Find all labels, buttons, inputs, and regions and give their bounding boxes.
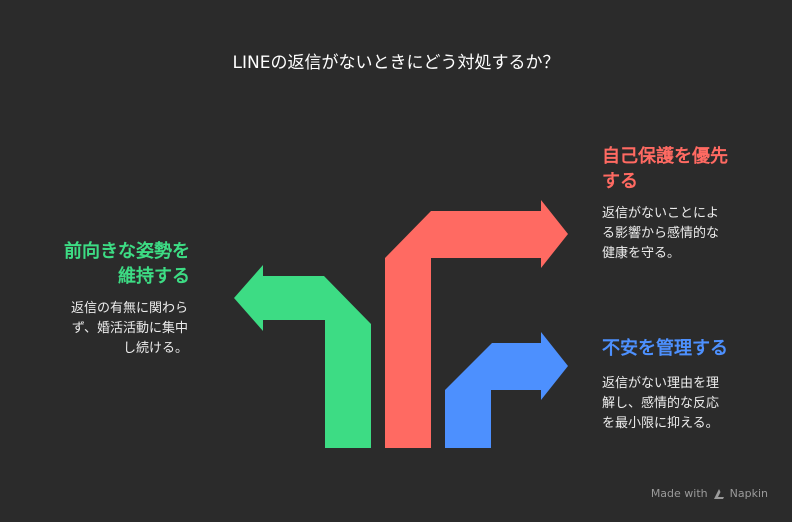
heading-line: 不安を管理する	[602, 338, 728, 359]
option-heading-anxiety: 不安を管理する	[602, 336, 782, 361]
page-title: LINEの返信がないときにどう対処するか？	[232, 53, 560, 73]
heading-line: 前向きな姿勢を	[64, 241, 190, 262]
description-line: ず、婚活活動に集中	[71, 321, 188, 336]
description-line: 返信がないことによ	[602, 206, 720, 221]
heading-line: 自己保護を優先	[602, 146, 728, 167]
blue-arrow	[445, 332, 568, 448]
heading-line: 維持する	[118, 266, 190, 287]
option-description-self-protection: 返信がないことによ る影響から感情的な 健康を守る。	[602, 204, 782, 264]
brand-label: Napkin	[729, 487, 768, 500]
option-heading-self-protection: 自己保護を優先 する	[602, 144, 782, 194]
green-arrow	[234, 265, 371, 448]
description-line: 健康を守る。	[602, 246, 681, 261]
made-with-napkin: Made with Napkin	[651, 487, 768, 500]
red-arrow	[385, 200, 568, 448]
description-line: 返信がない理由を理	[602, 376, 720, 391]
made-with-label: Made with	[650, 487, 708, 500]
heading-line: する	[602, 171, 638, 192]
napkin-logo-icon	[713, 488, 724, 499]
description-line: し続ける。	[122, 341, 188, 356]
description-line: を最小限に抑える。	[602, 416, 719, 431]
description-line: る影響から感情的な	[602, 226, 720, 241]
option-heading-positive: 前向きな姿勢を 維持する	[20, 239, 190, 289]
option-description-positive: 返信の有無に関わら ず、婚活活動に集中 し続ける。	[20, 299, 188, 359]
description-line: 返信の有無に関わら	[70, 301, 188, 316]
option-description-anxiety: 返信がない理由を理 解し、感情的な反応 を最小限に抑える。	[602, 374, 782, 434]
description-line: 解し、感情的な反応	[602, 396, 720, 411]
